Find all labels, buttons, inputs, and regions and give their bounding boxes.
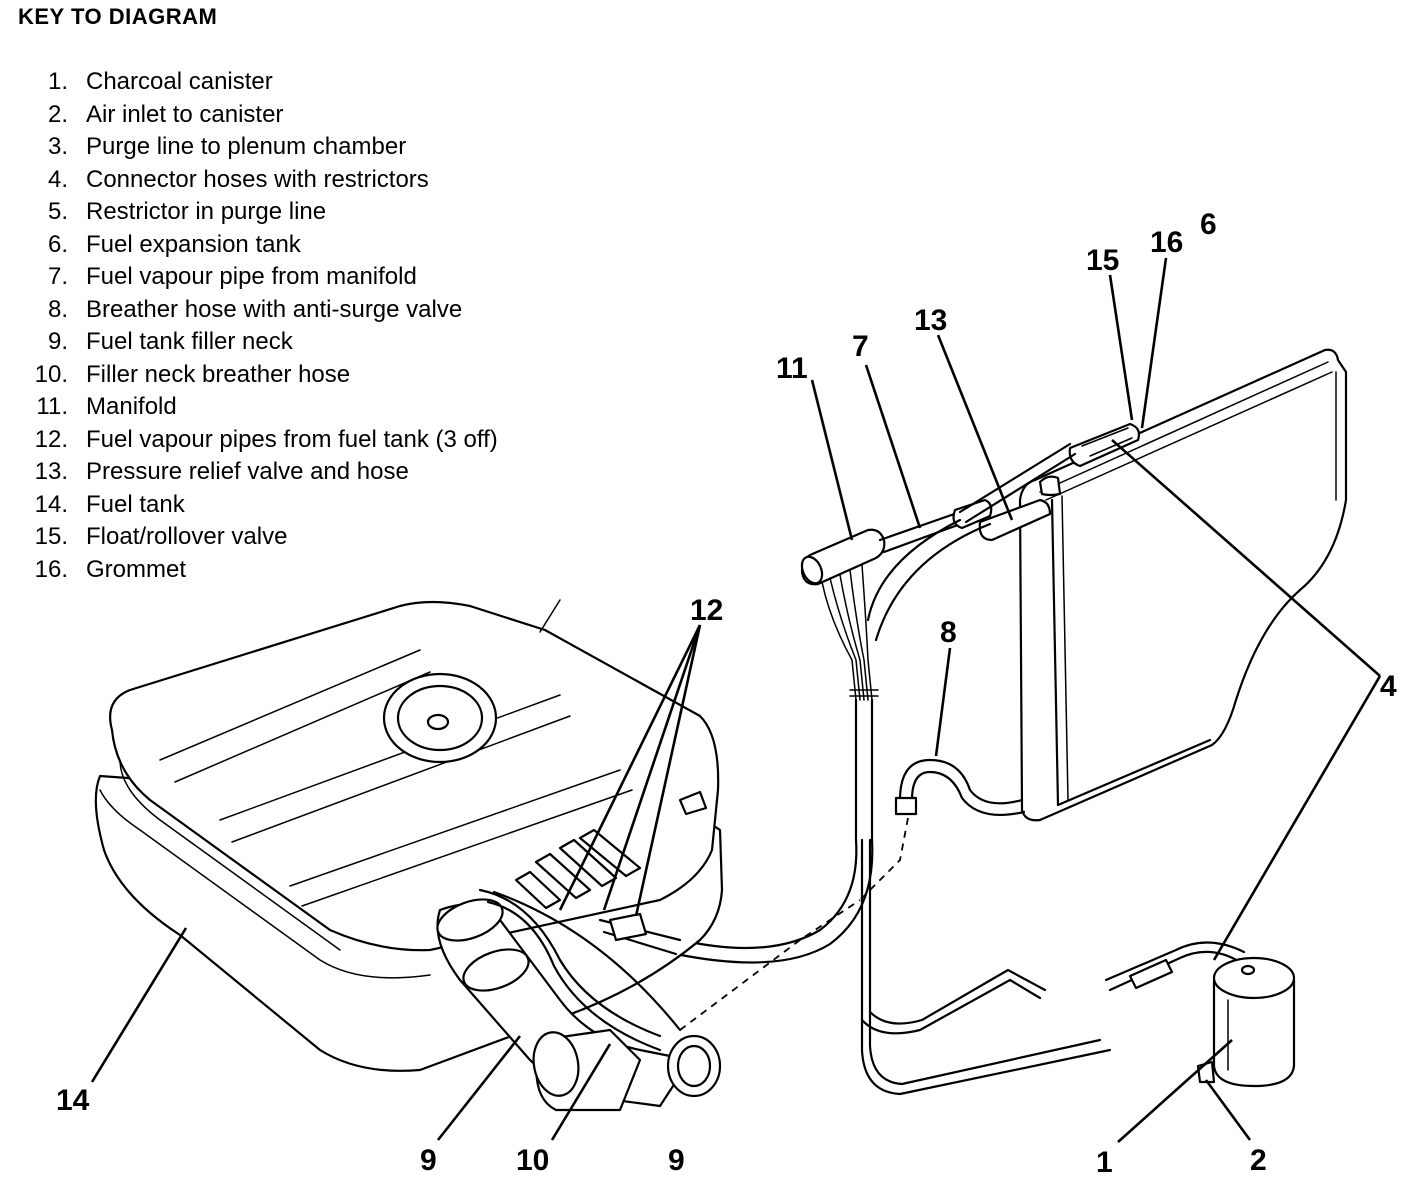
key-number: 2. [47,100,68,128]
key-number: 16. [34,555,68,583]
key-label: Fuel tank filler neck [86,328,293,355]
callout-16: 16 [1150,226,1183,259]
callout-1: 1 [1096,1146,1113,1178]
key-number: 3. [47,133,68,160]
key-number: 7. [47,263,68,290]
key-label: Charcoal canister [86,68,273,95]
key-number: 12. [34,425,68,453]
key-label: Pressure relief valve and hose [86,458,409,485]
key-label: Connector hoses with restrictors [86,165,429,193]
key-label: Grommet [86,555,187,583]
callout-11: 11 [776,352,808,385]
callout-labels: 11 7 13 15 16 6 12 8 4 14 9 10 9 1 2 [56,208,1397,1178]
manifold [800,510,968,586]
key-label: Purge line to plenum chamber [86,133,407,160]
pressure-relief-valve [952,442,1077,542]
key-number: 11. [36,393,68,420]
callout-12: 12 [690,594,723,627]
callout-4: 4 [1380,670,1397,703]
key-label: Float/rollover valve [86,523,288,550]
key-label: Air inlet to canister [86,100,284,128]
key-number: 15. [34,523,68,550]
key-label: Fuel tank [86,490,185,518]
callout-9-right: 9 [668,1144,685,1177]
key-number: 1. [47,68,68,95]
key-label: Fuel expansion tank [86,230,301,258]
callout-10: 10 [516,1144,549,1177]
key-number: 13. [34,458,68,485]
callout-2: 2 [1250,1144,1267,1177]
filler-necks [436,888,861,1112]
callout-9-left: 9 [420,1144,437,1177]
key-label: Fuel vapour pipe from manifold [86,263,417,290]
callout-14: 14 [56,1084,90,1117]
callout-8: 8 [940,616,957,649]
key-title: KEY TO DIAGRAM [18,4,218,29]
breather-hose [859,758,1026,901]
callout-13: 13 [914,304,947,337]
leader-lines [90,257,1382,1143]
key-label: Restrictor in purge line [86,198,327,225]
key-label: Manifold [86,393,177,420]
key-number: 8. [47,295,68,323]
callout-7: 7 [852,330,869,363]
callout-6: 6 [1200,208,1217,241]
key-label: Breather hose with anti-surge valve [86,295,463,323]
tank-vapour-pipes [514,828,682,956]
vapour-pipe-bundle [674,518,992,964]
key-label: Filler neck breather hose [86,360,351,388]
key-label: Fuel vapour pipes from fuel tank (3 off) [86,425,498,453]
key-number: 10. [34,360,68,388]
charcoal-canister [1196,956,1296,1088]
key-number: 9. [47,328,68,355]
key-number: 14. [34,490,68,518]
callout-15: 15 [1086,244,1119,277]
canister-pipes [860,838,1246,1096]
key-number: 4. [47,165,68,193]
key-number: 6. [47,230,68,258]
key-number: 5. [47,198,68,225]
expansion-tank [1018,348,1348,822]
